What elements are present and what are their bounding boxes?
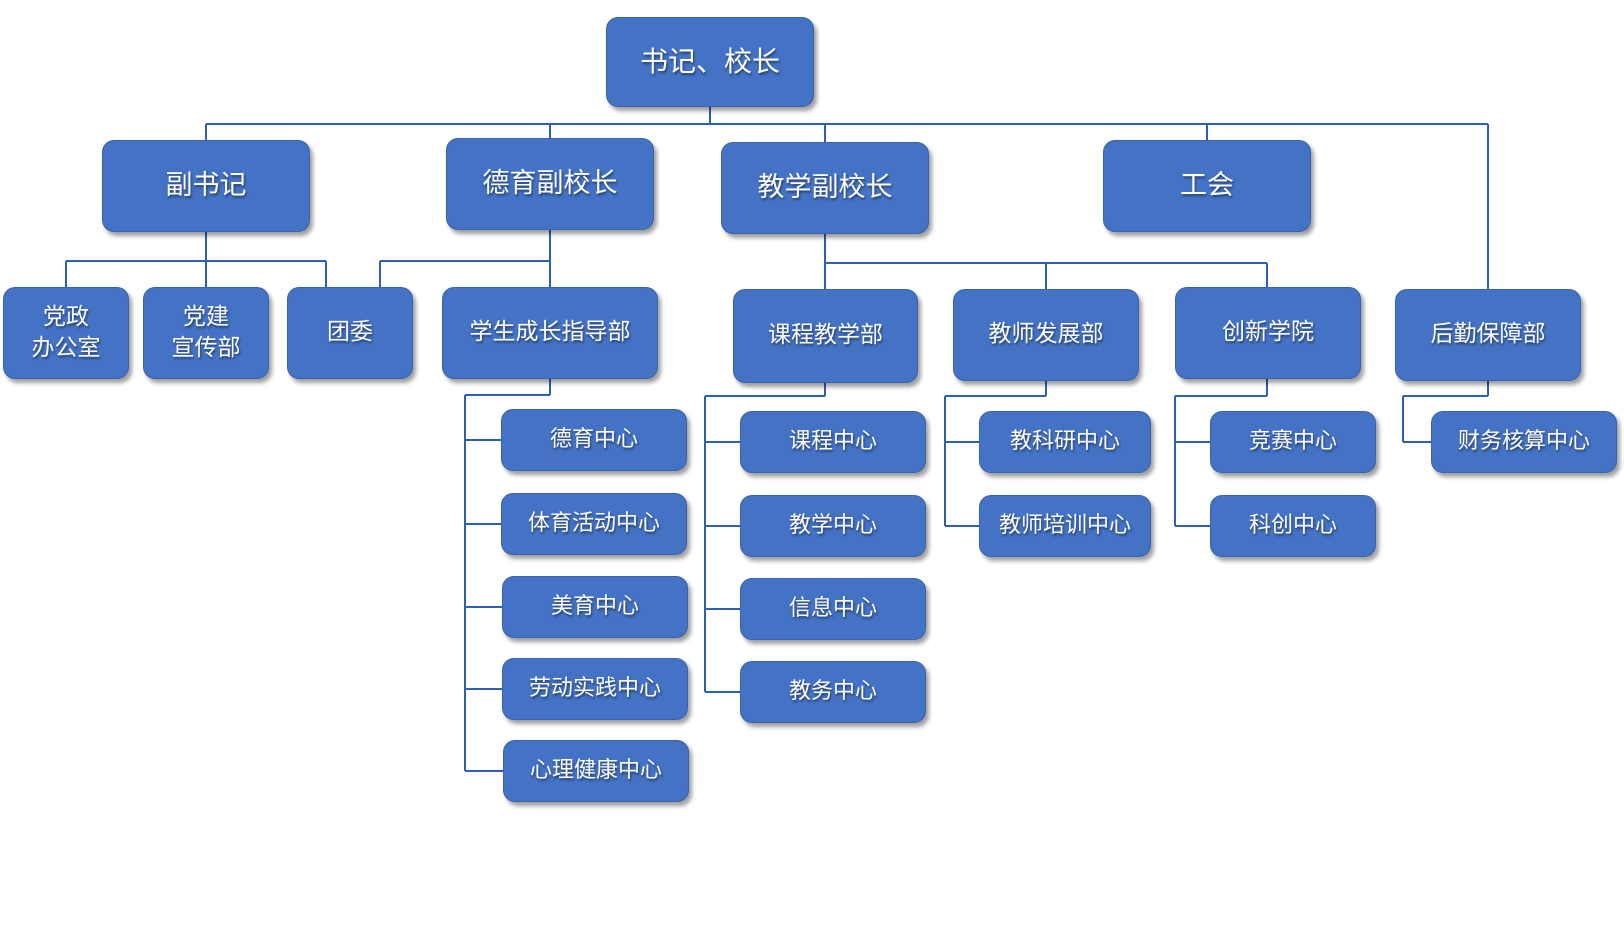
node-moral-center: 德育中心 [501,409,687,471]
node-root: 书记、校长 [606,17,814,107]
node-teacher-training-center: 教师培训中心 [979,495,1151,557]
node-party-office: 党政 办公室 [3,287,129,379]
node-teaching-center: 教学中心 [740,495,926,557]
node-competition-center: 竞赛中心 [1210,411,1376,473]
node-academic-affairs-center: 教务中心 [740,661,926,723]
node-sports-center: 体育活动中心 [501,493,687,555]
node-moral-vice-principal: 德育副校长 [446,138,654,230]
node-research-center: 教科研中心 [979,411,1151,473]
node-information-center: 信息中心 [740,578,926,640]
node-teaching-vice-principal: 教学副校长 [721,142,929,234]
node-logistics-dept: 后勤保障部 [1395,289,1581,381]
node-sci-tech-center: 科创中心 [1210,495,1376,557]
node-innovation-college: 创新学院 [1175,287,1361,379]
node-student-growth-dept: 学生成长指导部 [442,287,658,379]
node-teacher-development-dept: 教师发展部 [953,289,1139,381]
node-curriculum-dept: 课程教学部 [733,289,918,383]
node-union: 工会 [1103,140,1311,232]
node-party-deputy: 副书记 [102,140,310,232]
node-course-center: 课程中心 [740,411,926,473]
node-arts-center: 美育中心 [502,576,688,638]
node-finance-center: 财务核算中心 [1431,411,1617,473]
node-youth-league: 团委 [287,287,413,379]
node-party-propaganda: 党建 宣传部 [143,287,269,379]
node-labor-center: 劳动实践中心 [502,658,688,720]
node-mental-health-center: 心理健康中心 [503,740,689,802]
